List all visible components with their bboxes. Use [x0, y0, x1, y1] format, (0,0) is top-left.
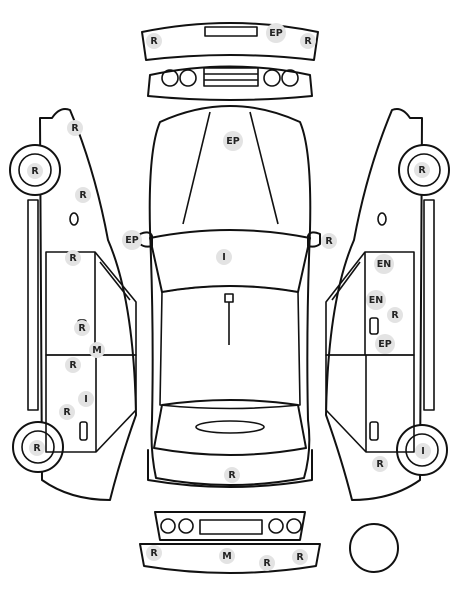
car-body-top-view[interactable]: [139, 105, 321, 488]
damage-marker-ep[interactable]: EP: [122, 230, 142, 250]
damage-marker-r[interactable]: R: [259, 555, 275, 571]
damage-marker-label: M: [92, 345, 101, 356]
damage-marker-label: R: [376, 459, 384, 470]
damage-marker-en[interactable]: EN: [366, 290, 386, 310]
damage-marker-label: R: [78, 323, 86, 334]
damage-marker-m[interactable]: M: [219, 548, 235, 564]
damage-marker-label: EP: [269, 28, 282, 39]
damage-marker-r[interactable]: R: [321, 233, 337, 249]
damage-marker-label: EN: [377, 259, 391, 270]
damage-marker-i[interactable]: I: [216, 249, 232, 265]
damage-marker-label: I: [421, 446, 425, 457]
damage-marker-label: R: [150, 36, 158, 47]
damage-marker-en[interactable]: EN: [374, 254, 394, 274]
damage-marker-r[interactable]: R: [67, 120, 83, 136]
damage-marker-label: R: [150, 548, 158, 559]
damage-marker-m[interactable]: M: [89, 342, 105, 358]
damage-marker-label: EP: [378, 339, 391, 350]
damage-marker-ep[interactable]: EP: [375, 334, 395, 354]
damage-marker-label: EN: [369, 295, 383, 306]
damage-marker-r[interactable]: R: [74, 320, 90, 336]
rear-bumper[interactable]: [139, 543, 321, 574]
damage-marker-label: EP: [226, 136, 239, 147]
damage-marker-r[interactable]: R: [300, 33, 316, 49]
damage-marker-r[interactable]: R: [414, 162, 430, 178]
damage-marker-label: R: [69, 360, 77, 371]
front-grille[interactable]: [147, 65, 313, 101]
damage-marker-label: R: [228, 470, 236, 481]
damage-marker-r[interactable]: R: [75, 187, 91, 203]
damage-marker-label: R: [391, 310, 399, 321]
damage-marker-r[interactable]: R: [65, 250, 81, 266]
rear-panel[interactable]: [154, 511, 306, 541]
damage-marker-label: R: [263, 558, 271, 569]
damage-marker-r[interactable]: R: [292, 549, 308, 565]
damage-marker-label: R: [71, 123, 79, 134]
damage-marker-r[interactable]: R: [29, 440, 45, 456]
damage-marker-i[interactable]: I: [78, 391, 94, 407]
damage-marker-label: R: [31, 166, 39, 177]
damage-marker-label: R: [79, 190, 87, 201]
damage-marker-label: EP: [125, 235, 138, 246]
damage-marker-label: R: [325, 236, 333, 247]
damage-marker-r[interactable]: R: [65, 357, 81, 373]
damage-marker-label: I: [222, 252, 226, 263]
damage-marker-i[interactable]: I: [415, 443, 431, 459]
front-bumper[interactable]: [141, 22, 319, 61]
damage-marker-r[interactable]: R: [387, 307, 403, 323]
damage-marker-r[interactable]: R: [224, 467, 240, 483]
damage-marker-ep[interactable]: EP: [223, 131, 243, 151]
damage-marker-label: R: [304, 36, 312, 47]
damage-marker-label: R: [63, 407, 71, 418]
damage-marker-label: R: [296, 552, 304, 563]
damage-marker-r[interactable]: R: [59, 404, 75, 420]
damage-marker-ep[interactable]: EP: [266, 23, 286, 43]
damage-marker-label: M: [222, 551, 231, 562]
damage-marker-r[interactable]: R: [146, 545, 162, 561]
damage-marker-r[interactable]: R: [372, 456, 388, 472]
damage-marker-label: R: [418, 165, 426, 176]
damage-marker-r[interactable]: R: [146, 33, 162, 49]
damage-marker-label: I: [84, 394, 88, 405]
spare-tire[interactable]: [349, 523, 399, 573]
damage-marker-r[interactable]: R: [27, 163, 43, 179]
damage-marker-label: R: [33, 443, 41, 454]
damage-marker-label: R: [69, 253, 77, 264]
right-side-view[interactable]: [325, 108, 450, 501]
